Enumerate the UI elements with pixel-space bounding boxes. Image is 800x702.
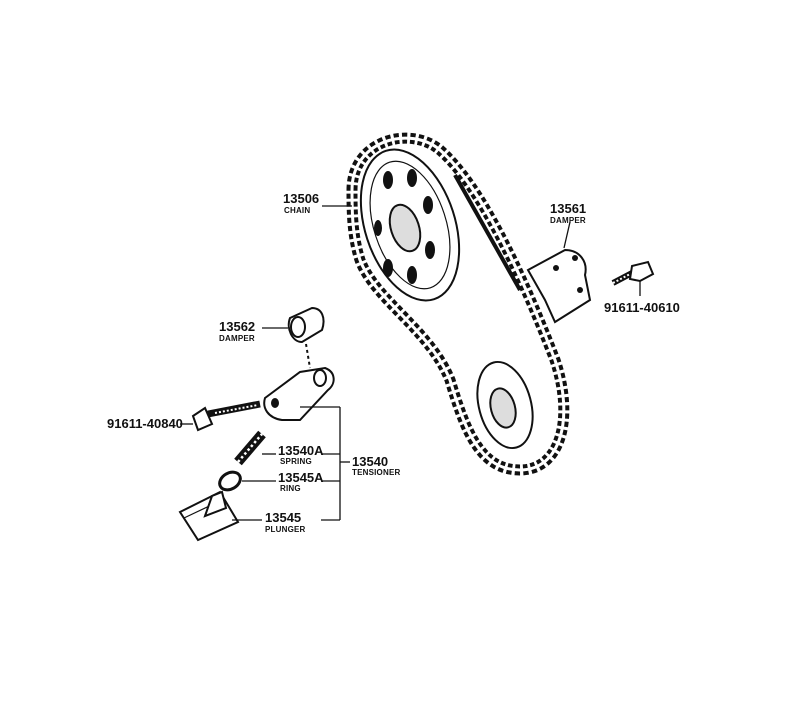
label-plunger: 13545 PLUNGER [265, 510, 306, 534]
bolt-left [191, 400, 261, 432]
chain-damper-left [287, 306, 325, 344]
crank-sprocket [476, 360, 534, 450]
chain-part-number: 13506 [283, 191, 319, 206]
bolt-right [611, 260, 655, 286]
damper-left-part-name: DAMPER [219, 334, 255, 343]
cam-sprocket [359, 148, 461, 302]
label-bolt-right: 91611-40610 [604, 300, 680, 315]
tensioner-bracket [300, 406, 350, 521]
tensioner-part-name: TENSIONER [352, 468, 400, 477]
label-ring: 13545A RING [278, 470, 324, 493]
label-bolt-left: 91611-40840 [107, 416, 183, 431]
tensioner-body [263, 366, 335, 421]
plunger-part-number: 13545 [265, 510, 301, 525]
bolt-left-part-number: 91611-40840 [107, 416, 183, 431]
ring [218, 470, 242, 492]
label-spring: 13540A SPRING [278, 443, 324, 466]
label-damper-right: 13561 DAMPER [550, 201, 586, 225]
label-chain: 13506 CHAIN [283, 191, 319, 215]
label-damper-left: 13562 DAMPER [219, 319, 255, 343]
chain-part-name: CHAIN [284, 206, 310, 215]
ring-part-number: 13545A [278, 470, 324, 485]
spring [234, 430, 266, 466]
label-tensioner: 13540 TENSIONER [352, 454, 400, 477]
tensioner-part-number: 13540 [352, 454, 388, 469]
spring-part-name: SPRING [280, 457, 312, 466]
damper-left-part-number: 13562 [219, 319, 255, 334]
plunger [178, 490, 240, 542]
ring-part-name: RING [280, 484, 301, 493]
plunger-part-name: PLUNGER [265, 525, 306, 534]
damper-right-part-number: 13561 [550, 201, 586, 216]
chain-damper-right [526, 248, 592, 324]
timing-chain-assembly [346, 132, 570, 476]
spring-part-number: 13540A [278, 443, 324, 458]
damper-right-part-name: DAMPER [550, 216, 586, 225]
bolt-right-part-number: 91611-40610 [604, 300, 680, 315]
